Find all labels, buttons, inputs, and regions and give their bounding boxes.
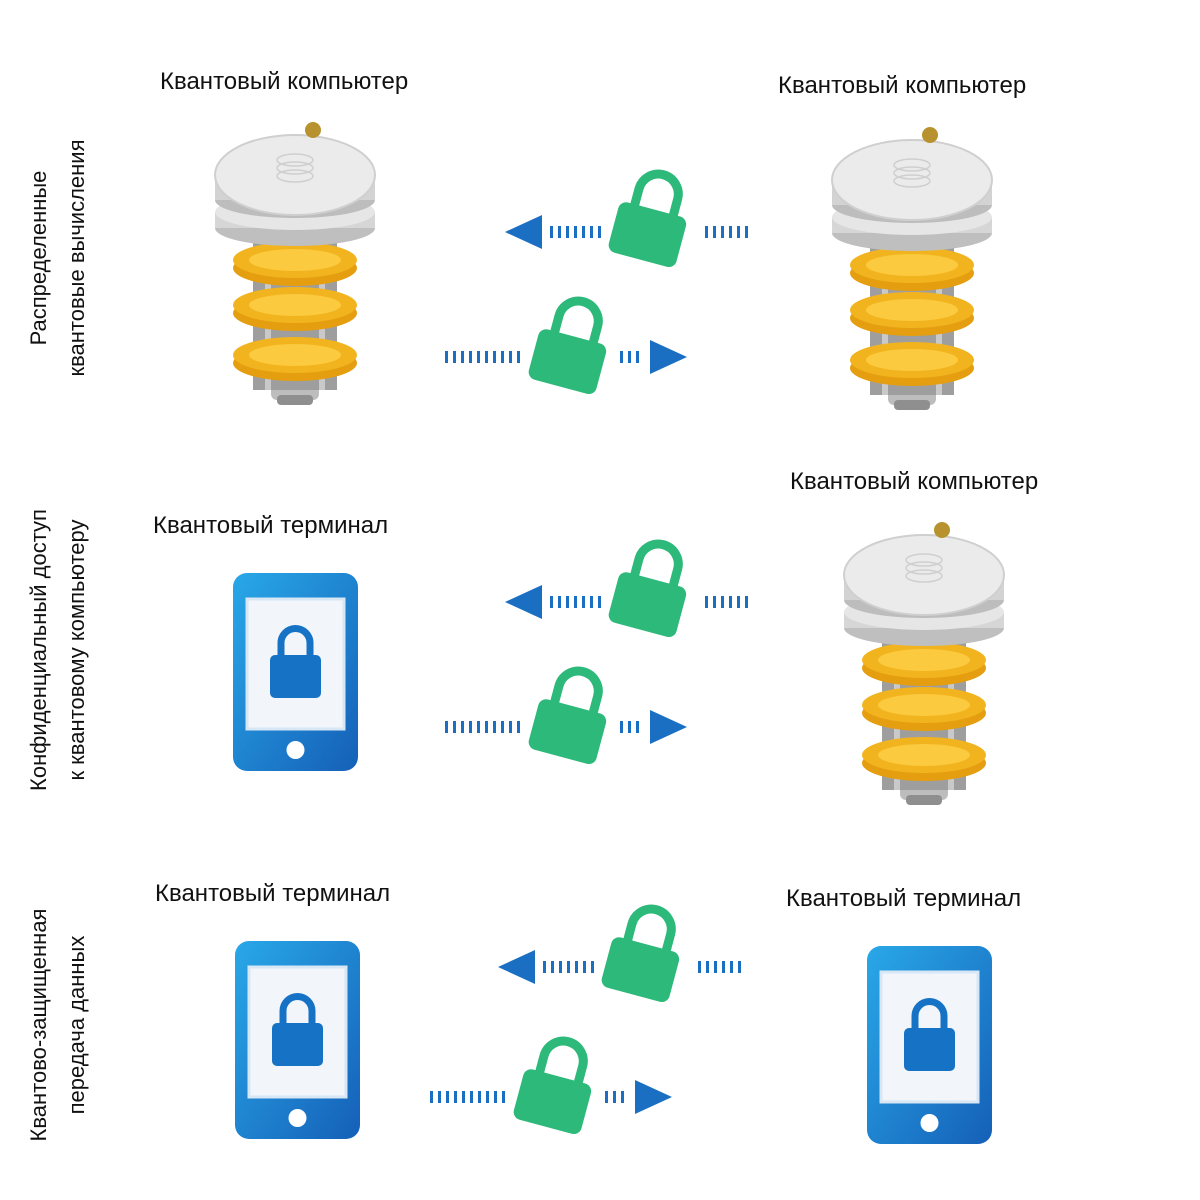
row-2-side-label-line-2: к квантовому компьютеру [64,519,89,781]
phone-lock-icon [235,941,360,1139]
right-arrow-with-lock-icon [425,1036,675,1140]
left-arrow-with-lock-icon [483,904,753,1010]
left-arrow-with-lock-icon [500,169,750,275]
phone-lock-icon [233,573,358,771]
row-3-left-caption: Квантовый терминал [155,880,391,907]
row-1-side-label-line-1: Распределенные [26,170,51,346]
quantum-computer-icon [830,125,995,415]
phone-lock-icon [867,946,992,1144]
row-3-side-label-line-2: передача данных [64,935,89,1115]
row-3-right-caption: Квантовый терминал [786,885,1022,912]
row-2-left-caption: Квантовый терминал [153,512,389,539]
row-1-side-label-line-2: квантовые вычисления [64,139,89,377]
quantum-computer-icon [213,120,378,410]
right-arrow-with-lock-icon [440,666,690,770]
row-2-right-caption: Квантовый компьютер [790,468,1039,495]
right-arrow-with-lock-icon [440,296,690,400]
row-3-side-label-line-1: Квантово-защищенная [26,908,51,1142]
quantum-computer-icon [842,520,1007,810]
row-2-side-label-line-1: Конфиденциальный доступ [26,509,51,791]
row-1-right-caption: Квантовый компьютер [778,72,1027,99]
left-arrow-with-lock-icon [500,539,750,645]
row-1-left-caption: Квантовый компьютер [160,68,409,95]
